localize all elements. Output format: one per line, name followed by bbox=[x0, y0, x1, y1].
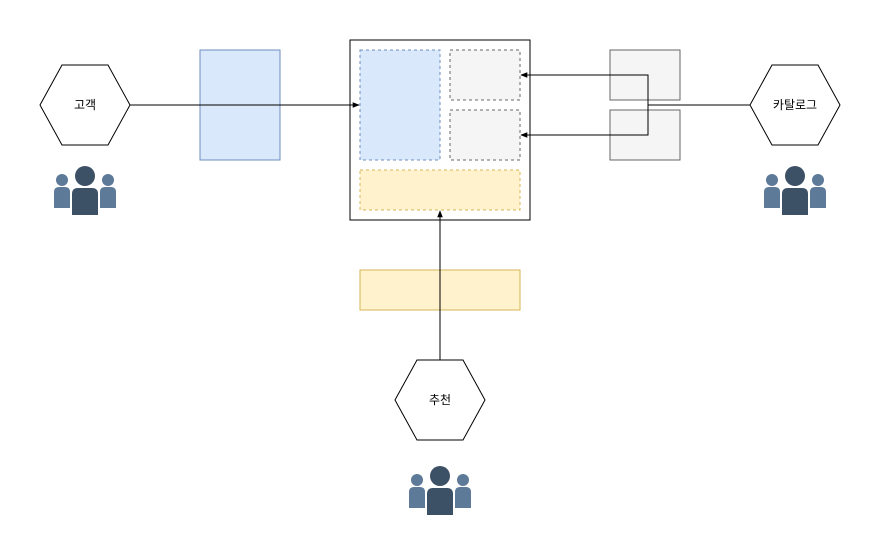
customer-user-group-icon bbox=[54, 166, 116, 215]
central-grey-block-bottom[interactable] bbox=[449, 109, 521, 161]
catalog-hexagon[interactable] bbox=[749, 64, 841, 146]
catalog-label: 카탈로그 bbox=[773, 98, 817, 112]
recommendation-hexagon[interactable] bbox=[394, 359, 486, 441]
customer-label: 고객 bbox=[74, 98, 96, 112]
central-blue-block[interactable] bbox=[359, 49, 441, 161]
catalog-to-grey-bottom-arrow bbox=[520, 104, 750, 138]
central-grey-block-top[interactable] bbox=[449, 49, 521, 101]
recommendation-label: 추천 bbox=[429, 392, 451, 407]
catalog-user-group-icon bbox=[764, 166, 826, 215]
central-yellow-block[interactable] bbox=[359, 169, 521, 211]
recommendation-user-group-icon bbox=[409, 466, 471, 515]
